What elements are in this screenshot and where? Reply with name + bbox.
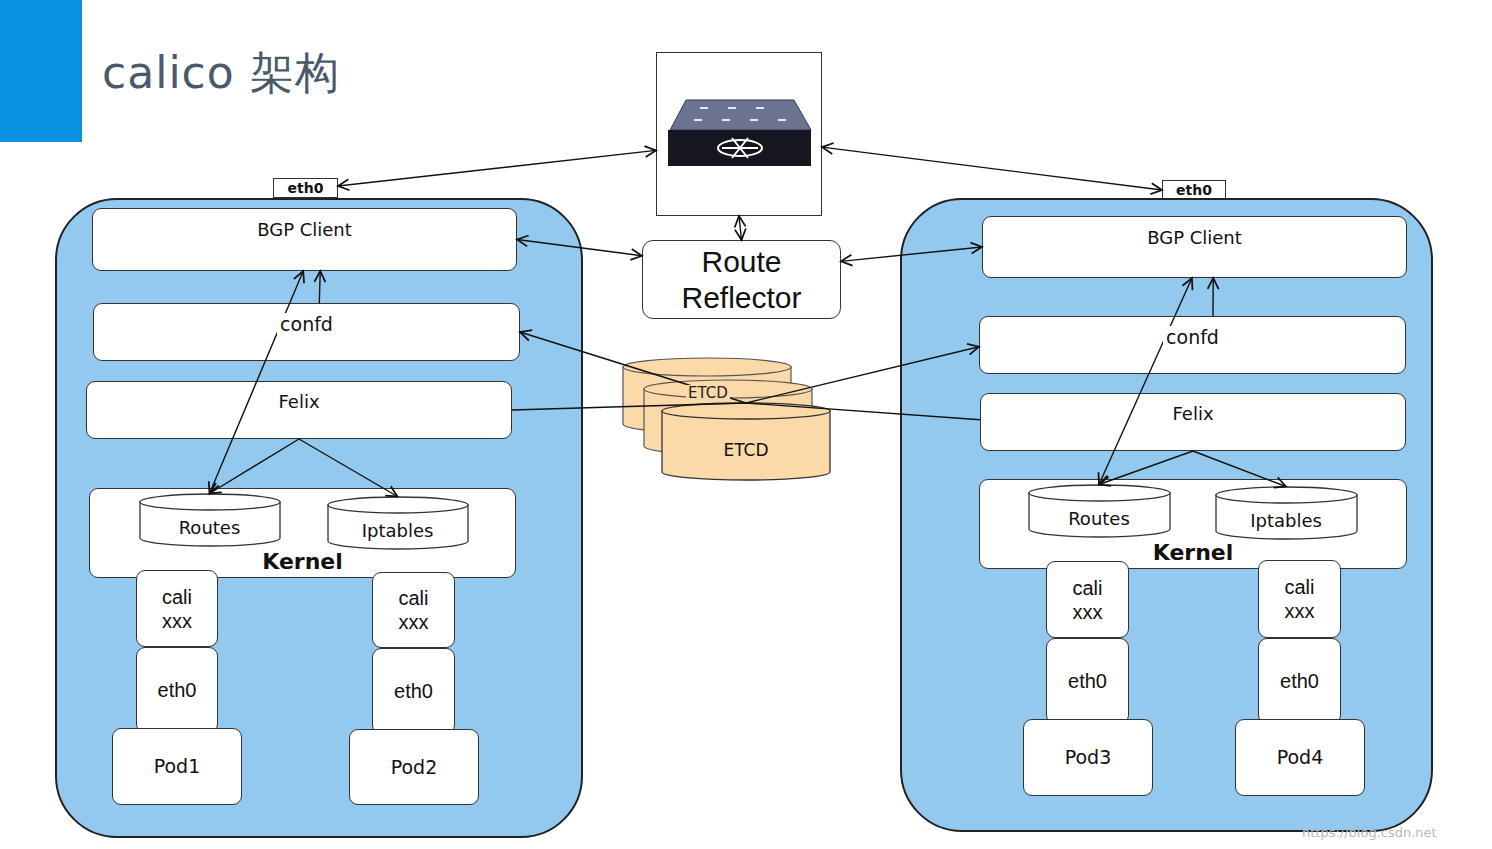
veth-box-text: cali xxx: [1271, 575, 1329, 623]
kernel-box-text: Kernel: [259, 549, 346, 575]
host-node: BGP Client confdFelixKernel Routes Iptables…: [55, 198, 583, 838]
switch-logo: [732, 138, 748, 158]
pod-box: Pod2: [349, 729, 479, 805]
connector: [841, 247, 982, 261]
pod-box: Pod3: [1023, 719, 1153, 796]
switch-front-face: [668, 130, 811, 166]
pod-box-text: Pod1: [151, 755, 204, 778]
connector: [739, 216, 742, 240]
iptables-cylinder-text: Iptables: [359, 520, 437, 542]
pod-interface-box-text: eth0: [1065, 669, 1110, 693]
pod-interface-box: eth0: [1258, 638, 1341, 724]
pod-interface-box-text: eth0: [391, 679, 436, 703]
routes-cylinder: Routes: [140, 494, 280, 546]
iptables-cylinder: Iptables: [1216, 487, 1357, 539]
bgp-client-box: BGP Client: [982, 216, 1407, 278]
etcd-cylinder-back: [623, 358, 791, 376]
veth-box: cali xxx: [136, 570, 218, 647]
felix-box-text: Felix: [1169, 403, 1216, 425]
pod-interface-box: eth0: [372, 648, 455, 734]
interface-tag: eth0: [1162, 180, 1226, 200]
connector: [338, 150, 656, 186]
switch-marks: [700, 107, 782, 109]
connector: [210, 439, 300, 494]
connector: [1099, 451, 1193, 485]
cylinder-top: [1029, 485, 1170, 501]
routes-cylinder: Routes: [1029, 485, 1170, 537]
iptables-cylinder: Iptables: [328, 497, 468, 549]
veth-box-text: cali xxx: [385, 586, 443, 634]
cylinder-top: [1216, 487, 1357, 503]
etcd-cylinder-text: ETCD: [720, 440, 771, 460]
bgp-client-box-text: BGP Client: [1144, 227, 1245, 249]
iptables-cylinder-text: Iptables: [1247, 510, 1325, 532]
felix-box: Felix: [86, 381, 512, 439]
cylinder-top: [662, 403, 830, 419]
pod-interface-box-text: eth0: [155, 678, 200, 702]
pod-box: Pod1: [112, 728, 242, 805]
confd-box: confd: [93, 303, 520, 361]
switch-marks: [694, 119, 788, 121]
connector: [512, 403, 746, 410]
corner-band: [0, 0, 82, 142]
connector: [1193, 451, 1286, 487]
veth-box-text: cali xxx: [1059, 576, 1117, 624]
switch-ground: [656, 52, 822, 216]
etcd-label: ETCD: [686, 385, 730, 402]
route-reflector-box-text: Route Reflector: [654, 244, 830, 316]
veth-box: cali xxx: [1258, 560, 1341, 638]
routes-cylinder-text: Routes: [1065, 508, 1133, 530]
switch-box: [656, 52, 822, 216]
pod-box-text: Pod4: [1274, 746, 1327, 769]
veth-box: cali xxx: [372, 572, 455, 648]
interface-tag: eth0: [273, 178, 338, 198]
veth-box-text: cali xxx: [148, 585, 206, 633]
connector: [210, 271, 304, 494]
switch-logo: [732, 138, 748, 158]
pod-box: Pod4: [1235, 719, 1365, 796]
cylinder-top: [140, 494, 280, 510]
pod-box-text: Pod3: [1062, 746, 1115, 769]
interface-tag-text: eth0: [285, 180, 327, 197]
watermark: https://blog.csdn.net: [1300, 826, 1439, 840]
connector: [517, 240, 642, 256]
pod-interface-box: eth0: [136, 647, 218, 733]
kernel-box: Kernel Routes Iptables: [979, 479, 1407, 569]
felix-box-text: Felix: [275, 391, 322, 413]
connector: [746, 347, 979, 403]
confd-box-text: confd: [1163, 326, 1222, 349]
connector: [746, 403, 980, 420]
pod-interface-box-text: eth0: [1277, 669, 1322, 693]
etcd-cylinder: ETCD: [662, 403, 830, 480]
page-title: calico 架构: [102, 44, 340, 103]
interface-tag-text: eth0: [1173, 182, 1215, 199]
pod-box-text: Pod2: [388, 756, 441, 779]
route-reflector-box: Route Reflector: [642, 240, 841, 319]
pod-interface-box: eth0: [1046, 638, 1129, 724]
connector: [319, 271, 321, 303]
host-node: BGP Client confdFelixKernel Routes Iptables…: [900, 198, 1433, 832]
kernel-box: Kernel Routes Iptables: [89, 488, 516, 578]
connector: [1099, 278, 1192, 485]
connector: [520, 332, 746, 403]
veth-box: cali xxx: [1046, 561, 1129, 638]
routes-cylinder-text: Routes: [176, 517, 244, 539]
bgp-client-box-text: BGP Client: [254, 219, 355, 241]
felix-box: Felix: [980, 393, 1406, 451]
cylinder-top: [328, 497, 468, 513]
connector: [1212, 278, 1214, 316]
cylinder-body: [662, 411, 830, 480]
switch-top-face: [670, 100, 811, 130]
confd-box-text: confd: [277, 313, 336, 336]
connector: [822, 147, 1162, 190]
connector: [299, 439, 398, 497]
confd-box: confd: [979, 316, 1406, 374]
kernel-box-text: Kernel: [1150, 540, 1237, 566]
bgp-client-box: BGP Client: [92, 208, 517, 271]
